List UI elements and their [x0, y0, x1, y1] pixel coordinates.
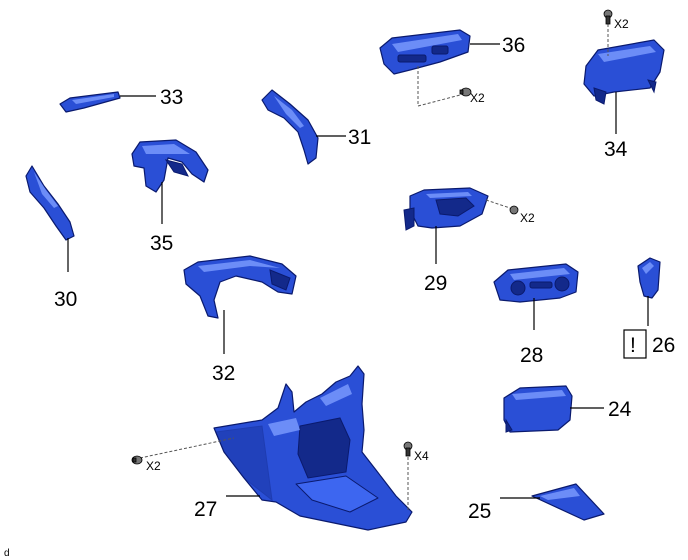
part-27-shape	[213, 365, 413, 531]
label-34: 34	[604, 138, 628, 161]
part-31-shape	[261, 89, 319, 165]
part-32-shape	[183, 255, 297, 319]
notice-box	[623, 329, 647, 359]
part-34-shape	[583, 39, 665, 105]
qty-27-left: X2	[146, 459, 161, 473]
part-35-shape	[131, 139, 209, 193]
qty-27-right: X4	[414, 449, 429, 463]
label-36: 36	[502, 34, 525, 57]
part-26-shape	[637, 257, 661, 299]
part-28-shape	[493, 263, 579, 303]
dash-29	[485, 199, 511, 209]
label-32: 32	[212, 362, 235, 385]
label-33: 33	[160, 86, 183, 109]
label-31: 31	[348, 126, 371, 149]
screw-icon	[131, 455, 143, 465]
part-25-shape	[531, 483, 605, 521]
qty-29: X2	[520, 211, 535, 225]
label-35: 35	[150, 232, 173, 255]
dash-27-left	[139, 437, 235, 459]
part-36-shape	[379, 29, 471, 75]
dash-36	[417, 66, 465, 107]
label-28: 28	[520, 344, 543, 367]
part-29-shape	[403, 187, 489, 231]
qty-34: X2	[614, 17, 629, 31]
footer-letter: d	[4, 548, 10, 559]
label-29: 29	[424, 272, 447, 295]
screw-icon	[403, 441, 413, 457]
clip-icon	[509, 205, 519, 215]
part-33-shape	[59, 91, 121, 113]
label-24: 24	[608, 398, 632, 421]
part-24-shape	[503, 385, 573, 433]
label-26: 26	[652, 334, 675, 357]
label-27: 27	[194, 498, 217, 521]
screw-icon	[603, 9, 613, 25]
notice-icon: !	[630, 334, 636, 357]
screw-icon	[459, 87, 472, 97]
label-30: 30	[54, 288, 77, 311]
label-25: 25	[468, 500, 491, 523]
part-30-shape	[25, 165, 75, 241]
qty-36: X2	[470, 91, 485, 105]
